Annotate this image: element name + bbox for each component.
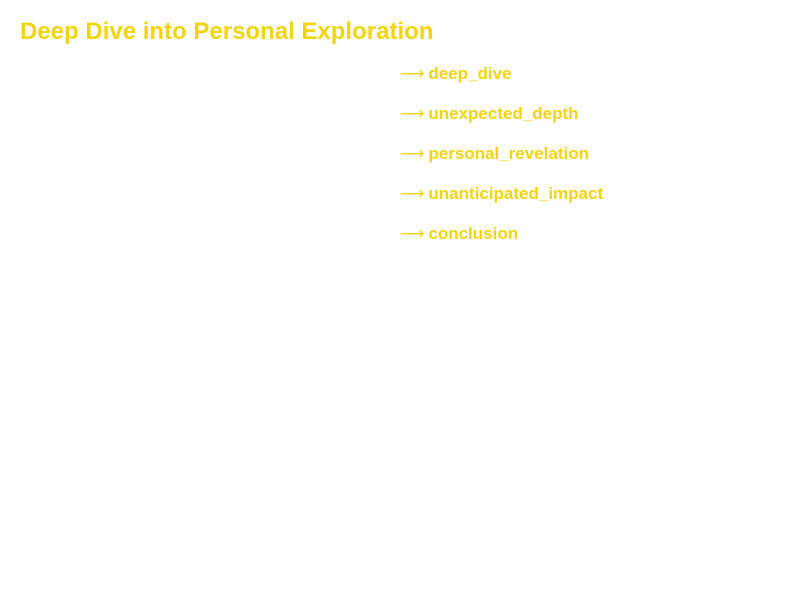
arrow-icon: ⟶ bbox=[400, 104, 425, 124]
step-item: ⟶conclusion bbox=[400, 224, 603, 244]
step-label: conclusion bbox=[428, 224, 519, 243]
diagram-title: Deep Dive into Personal Exploration bbox=[20, 18, 434, 45]
step-item: ⟶personal_revelation bbox=[400, 144, 603, 164]
arrow-icon: ⟶ bbox=[400, 144, 425, 164]
step-label: personal_revelation bbox=[428, 144, 589, 163]
step-label: unexpected_depth bbox=[428, 104, 579, 123]
step-item: ⟶unanticipated_impact bbox=[400, 184, 603, 204]
step-list: ⟶deep_dive ⟶unexpected_depth ⟶personal_r… bbox=[400, 64, 603, 264]
step-label: deep_dive bbox=[428, 64, 512, 83]
arrow-icon: ⟶ bbox=[400, 224, 425, 244]
step-item: ⟶unexpected_depth bbox=[400, 104, 603, 124]
step-label: unanticipated_impact bbox=[428, 184, 604, 203]
arrow-icon: ⟶ bbox=[400, 64, 425, 84]
arrow-icon: ⟶ bbox=[400, 184, 425, 204]
step-item: ⟶deep_dive bbox=[400, 64, 603, 84]
